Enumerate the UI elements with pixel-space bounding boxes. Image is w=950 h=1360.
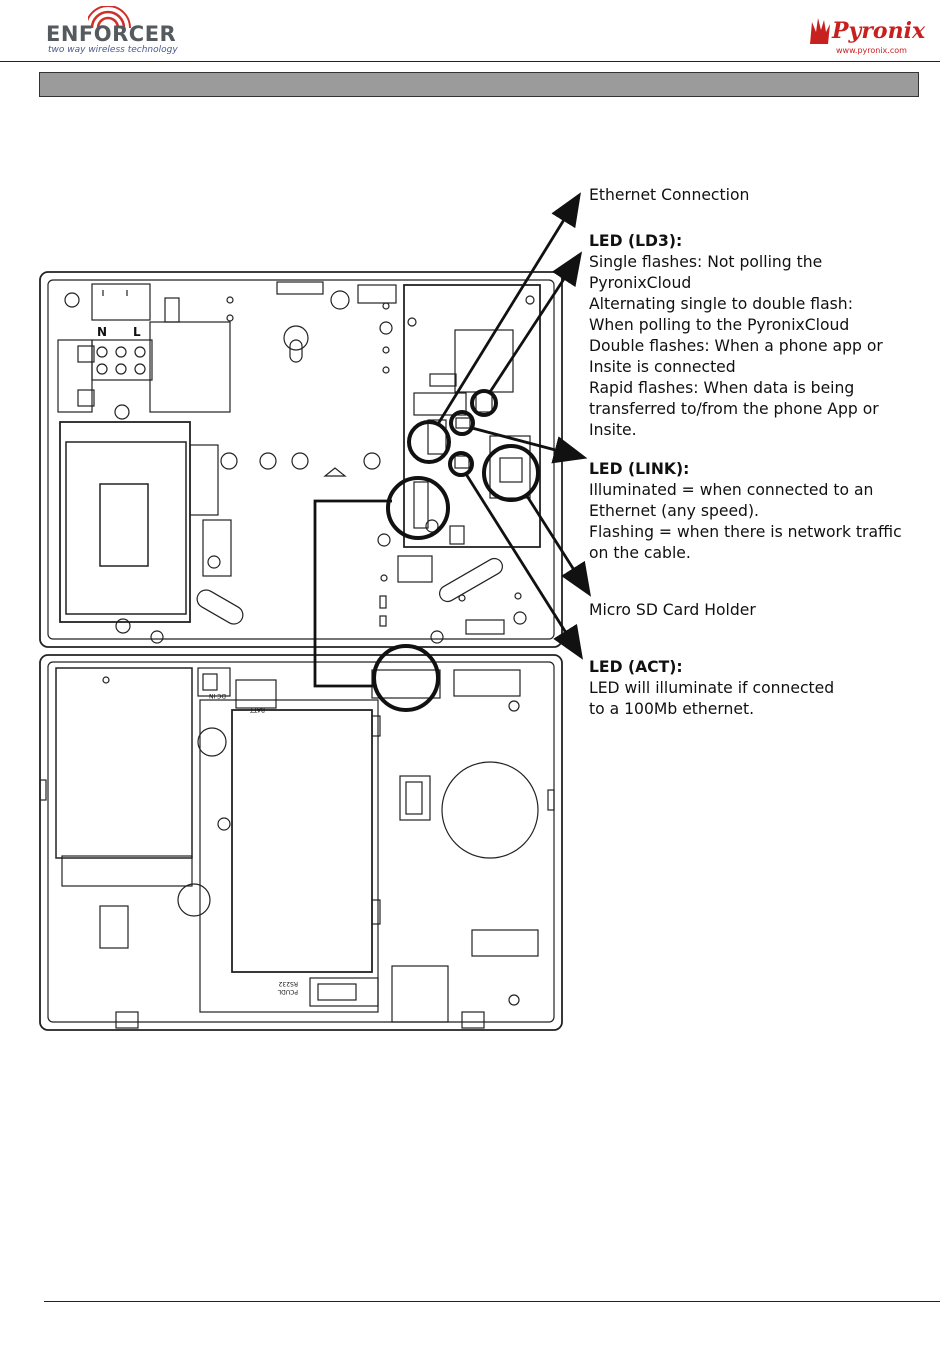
ethernet-highlight: [407, 420, 451, 464]
ld3-line: Insite is connected: [589, 358, 736, 376]
dc-in-label: DC IN: [209, 692, 226, 699]
ld3-line: Double flashes: When a phone app or: [589, 337, 883, 355]
link-line: Ethernet (any speed).: [589, 502, 759, 520]
link-line: Flashing = when there is network traffic: [589, 523, 902, 541]
annotation-ld3: LED (LD3): Single flashes: Not polling t…: [589, 231, 883, 441]
battery: [231, 709, 373, 973]
ld3-title: LED (LD3):: [589, 232, 683, 250]
link-line: Illuminated = when connected to an: [589, 481, 874, 499]
connector-highlight: [386, 476, 450, 540]
footer-rule: [44, 1301, 940, 1302]
annotation-act: LED (ACT): LED will illuminate if connec…: [589, 657, 834, 720]
sd-leader: [525, 495, 592, 597]
annotation-link: LED (LINK): Illuminated = when connected…: [589, 459, 902, 564]
ld3-line: Single flashes: Not polling the: [589, 253, 823, 271]
act-highlight: [448, 451, 474, 477]
ld3-line: When polling to the PyronixCloud: [589, 316, 850, 334]
pyronix-wordmark: Pyronix: [832, 18, 926, 44]
upper-housing: [39, 271, 563, 648]
enforcer-tagline: two way wireless technology: [48, 45, 178, 55]
pyronix-logo: Pyronix www.pyronix.com: [806, 10, 925, 58]
ethernet-module: [403, 284, 541, 548]
pyronix-url: www.pyronix.com: [836, 46, 907, 55]
enforcer-logo: ENFORCER two way wireless technology: [44, 6, 178, 58]
lower-connector-highlight: [372, 644, 440, 712]
annotation-ethernet: Ethernet Connection: [589, 185, 749, 206]
ld3-line: PyronixCloud: [589, 274, 692, 292]
enforcer-wordmark: ENFORCER: [46, 22, 177, 46]
annotation-sd: Micro SD Card Holder: [589, 600, 756, 621]
batt-label: BATT: [250, 706, 265, 713]
pcudl-label: PCUDL: [277, 988, 298, 995]
pyronix-flame-icon: [810, 18, 830, 44]
link-highlight: [449, 410, 475, 436]
sd-highlight: [482, 444, 540, 502]
ld3-line: transferred to/from the phone App or: [589, 400, 879, 418]
ethernet-leader: [436, 192, 581, 425]
ld3-line: Insite.: [589, 421, 637, 439]
ld3-line: Alternating single to double flash:: [589, 295, 853, 313]
wireless-waves-icon: [88, 6, 131, 29]
act-line: to a 100Mb ethernet.: [589, 700, 755, 718]
section-title-bar: [39, 72, 919, 97]
link-title: LED (LINK):: [589, 460, 690, 478]
act-leader: [464, 473, 583, 660]
act-title: LED (ACT):: [589, 658, 683, 676]
connector-link-line: [313, 499, 392, 688]
neutral-terminal-label: N: [97, 325, 107, 339]
ld3-highlight: [470, 389, 498, 417]
header-rule: [0, 61, 940, 62]
ld3-line: Rapid flashes: When data is being: [589, 379, 855, 397]
ld3-leader: [488, 251, 583, 393]
link-leader: [471, 426, 588, 464]
link-line: on the cable.: [589, 544, 691, 562]
lower-housing: [39, 654, 563, 1031]
act-line: LED will illuminate if connected: [589, 679, 835, 697]
ethernet-connection-label: Ethernet Connection: [589, 186, 750, 204]
rs232-label: RS232: [278, 980, 298, 987]
live-terminal-label: L: [133, 325, 141, 339]
transformer: [59, 421, 191, 623]
sd-card-holder-label: Micro SD Card Holder: [589, 601, 756, 619]
